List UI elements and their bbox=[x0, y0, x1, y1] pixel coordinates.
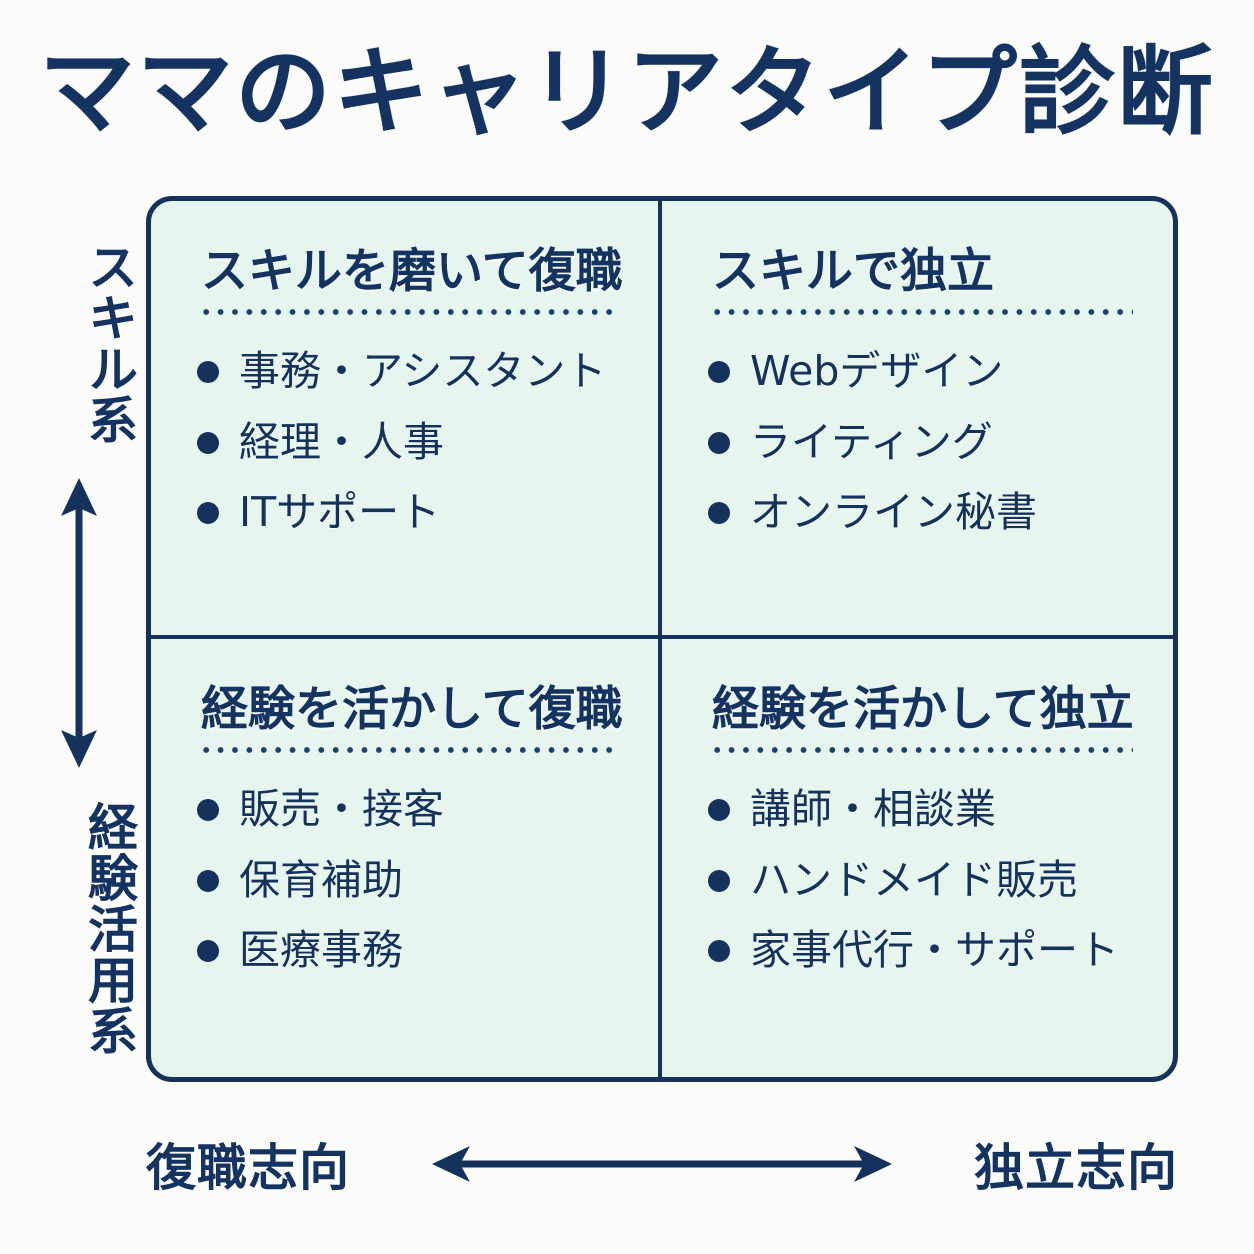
list-item: ライティング bbox=[708, 413, 1139, 472]
list-item: 医療事務 bbox=[197, 921, 624, 980]
page-title: ママのキャリアタイプ診断 bbox=[39, 36, 1215, 148]
quadrant-item-list: 販売・接客 保育補助 医療事務 bbox=[197, 780, 624, 980]
list-item-label: ライティング bbox=[750, 417, 993, 466]
bullet-icon bbox=[197, 799, 219, 822]
dotted-divider bbox=[710, 746, 1133, 755]
bullet-icon bbox=[197, 869, 219, 892]
list-item-label: ハンドメイド販売 bbox=[750, 855, 1078, 904]
y-axis-double-arrow-icon bbox=[61, 478, 97, 768]
list-item-label: 保育補助 bbox=[239, 855, 403, 904]
quadrant-heading: 経験を活かして復職 bbox=[201, 682, 623, 737]
y-axis: スキル系 経験活用系 bbox=[24, 210, 138, 1070]
x-axis-right-label: 独立志向 bbox=[974, 1139, 1178, 1197]
quadrant-experience-return[interactable]: 経験を活かして復職 販売・接客 保育補助 医療事務 bbox=[151, 639, 662, 1077]
bullet-icon bbox=[708, 939, 730, 962]
x-axis-left-label: 復職志向 bbox=[146, 1139, 350, 1197]
quadrant-heading: 経験を活かして独立 bbox=[712, 682, 1134, 737]
list-item: 販売・接客 bbox=[197, 780, 624, 839]
list-item: Webデザイン bbox=[708, 342, 1139, 401]
bullet-icon bbox=[708, 501, 730, 524]
list-item: オンライン秘書 bbox=[708, 483, 1139, 542]
bullet-icon bbox=[197, 431, 219, 454]
dotted-divider bbox=[199, 746, 618, 755]
list-item-label: オンライン秘書 bbox=[750, 488, 1037, 537]
list-item-label: 販売・接客 bbox=[239, 785, 444, 834]
quadrant-skill-return[interactable]: スキルを磨いて復職 事務・アシスタント 経理・人事 ITサポート bbox=[151, 201, 662, 639]
x-axis: 復職志向 独立志向 bbox=[146, 1116, 1178, 1212]
list-item-label: 家事代行・サポート bbox=[750, 926, 1119, 975]
career-matrix: スキルを磨いて復職 事務・アシスタント 経理・人事 ITサポート スキルで独立 … bbox=[146, 196, 1178, 1082]
bullet-icon bbox=[197, 361, 219, 384]
bullet-icon bbox=[708, 431, 730, 454]
list-item: ITサポート bbox=[197, 483, 624, 542]
dotted-divider bbox=[710, 308, 1133, 317]
list-item-label: ITサポート bbox=[239, 488, 441, 537]
list-item-label: 医療事務 bbox=[239, 926, 403, 975]
quadrant-heading: スキルで独立 bbox=[712, 244, 994, 299]
quadrant-item-list: 事務・アシスタント 経理・人事 ITサポート bbox=[197, 342, 624, 542]
dotted-divider bbox=[199, 308, 618, 317]
bullet-icon bbox=[708, 799, 730, 822]
bullet-icon bbox=[708, 869, 730, 892]
bullet-icon bbox=[708, 361, 730, 384]
quadrant-item-list: 講師・相談業 ハンドメイド販売 家事代行・サポート bbox=[708, 780, 1139, 980]
quadrant-heading: スキルを磨いて復職 bbox=[201, 244, 623, 299]
list-item: 事務・アシスタント bbox=[197, 342, 624, 401]
list-item-label: 事務・アシスタント bbox=[239, 347, 607, 396]
list-item-label: 経理・人事 bbox=[239, 417, 444, 466]
list-item-label: Webデザイン bbox=[750, 347, 1004, 396]
list-item: 保育補助 bbox=[197, 851, 624, 910]
quadrant-skill-independent[interactable]: スキルで独立 Webデザイン ライティング オンライン秘書 bbox=[662, 201, 1173, 639]
x-axis-double-arrow-icon bbox=[432, 1146, 892, 1182]
quadrant-item-list: Webデザイン ライティング オンライン秘書 bbox=[708, 342, 1139, 542]
list-item: 家事代行・サポート bbox=[708, 921, 1139, 980]
y-axis-bottom-label: 経験活用系 bbox=[80, 800, 138, 1056]
list-item-label: 講師・相談業 bbox=[750, 785, 996, 834]
quadrant-experience-independent[interactable]: 経験を活かして独立 講師・相談業 ハンドメイド販売 家事代行・サポート bbox=[662, 639, 1173, 1077]
list-item: ハンドメイド販売 bbox=[708, 851, 1139, 910]
list-item: 経理・人事 bbox=[197, 413, 624, 472]
y-axis-top-label: スキル系 bbox=[80, 241, 138, 445]
bullet-icon bbox=[197, 939, 219, 962]
bullet-icon bbox=[197, 501, 219, 524]
list-item: 講師・相談業 bbox=[708, 780, 1139, 839]
